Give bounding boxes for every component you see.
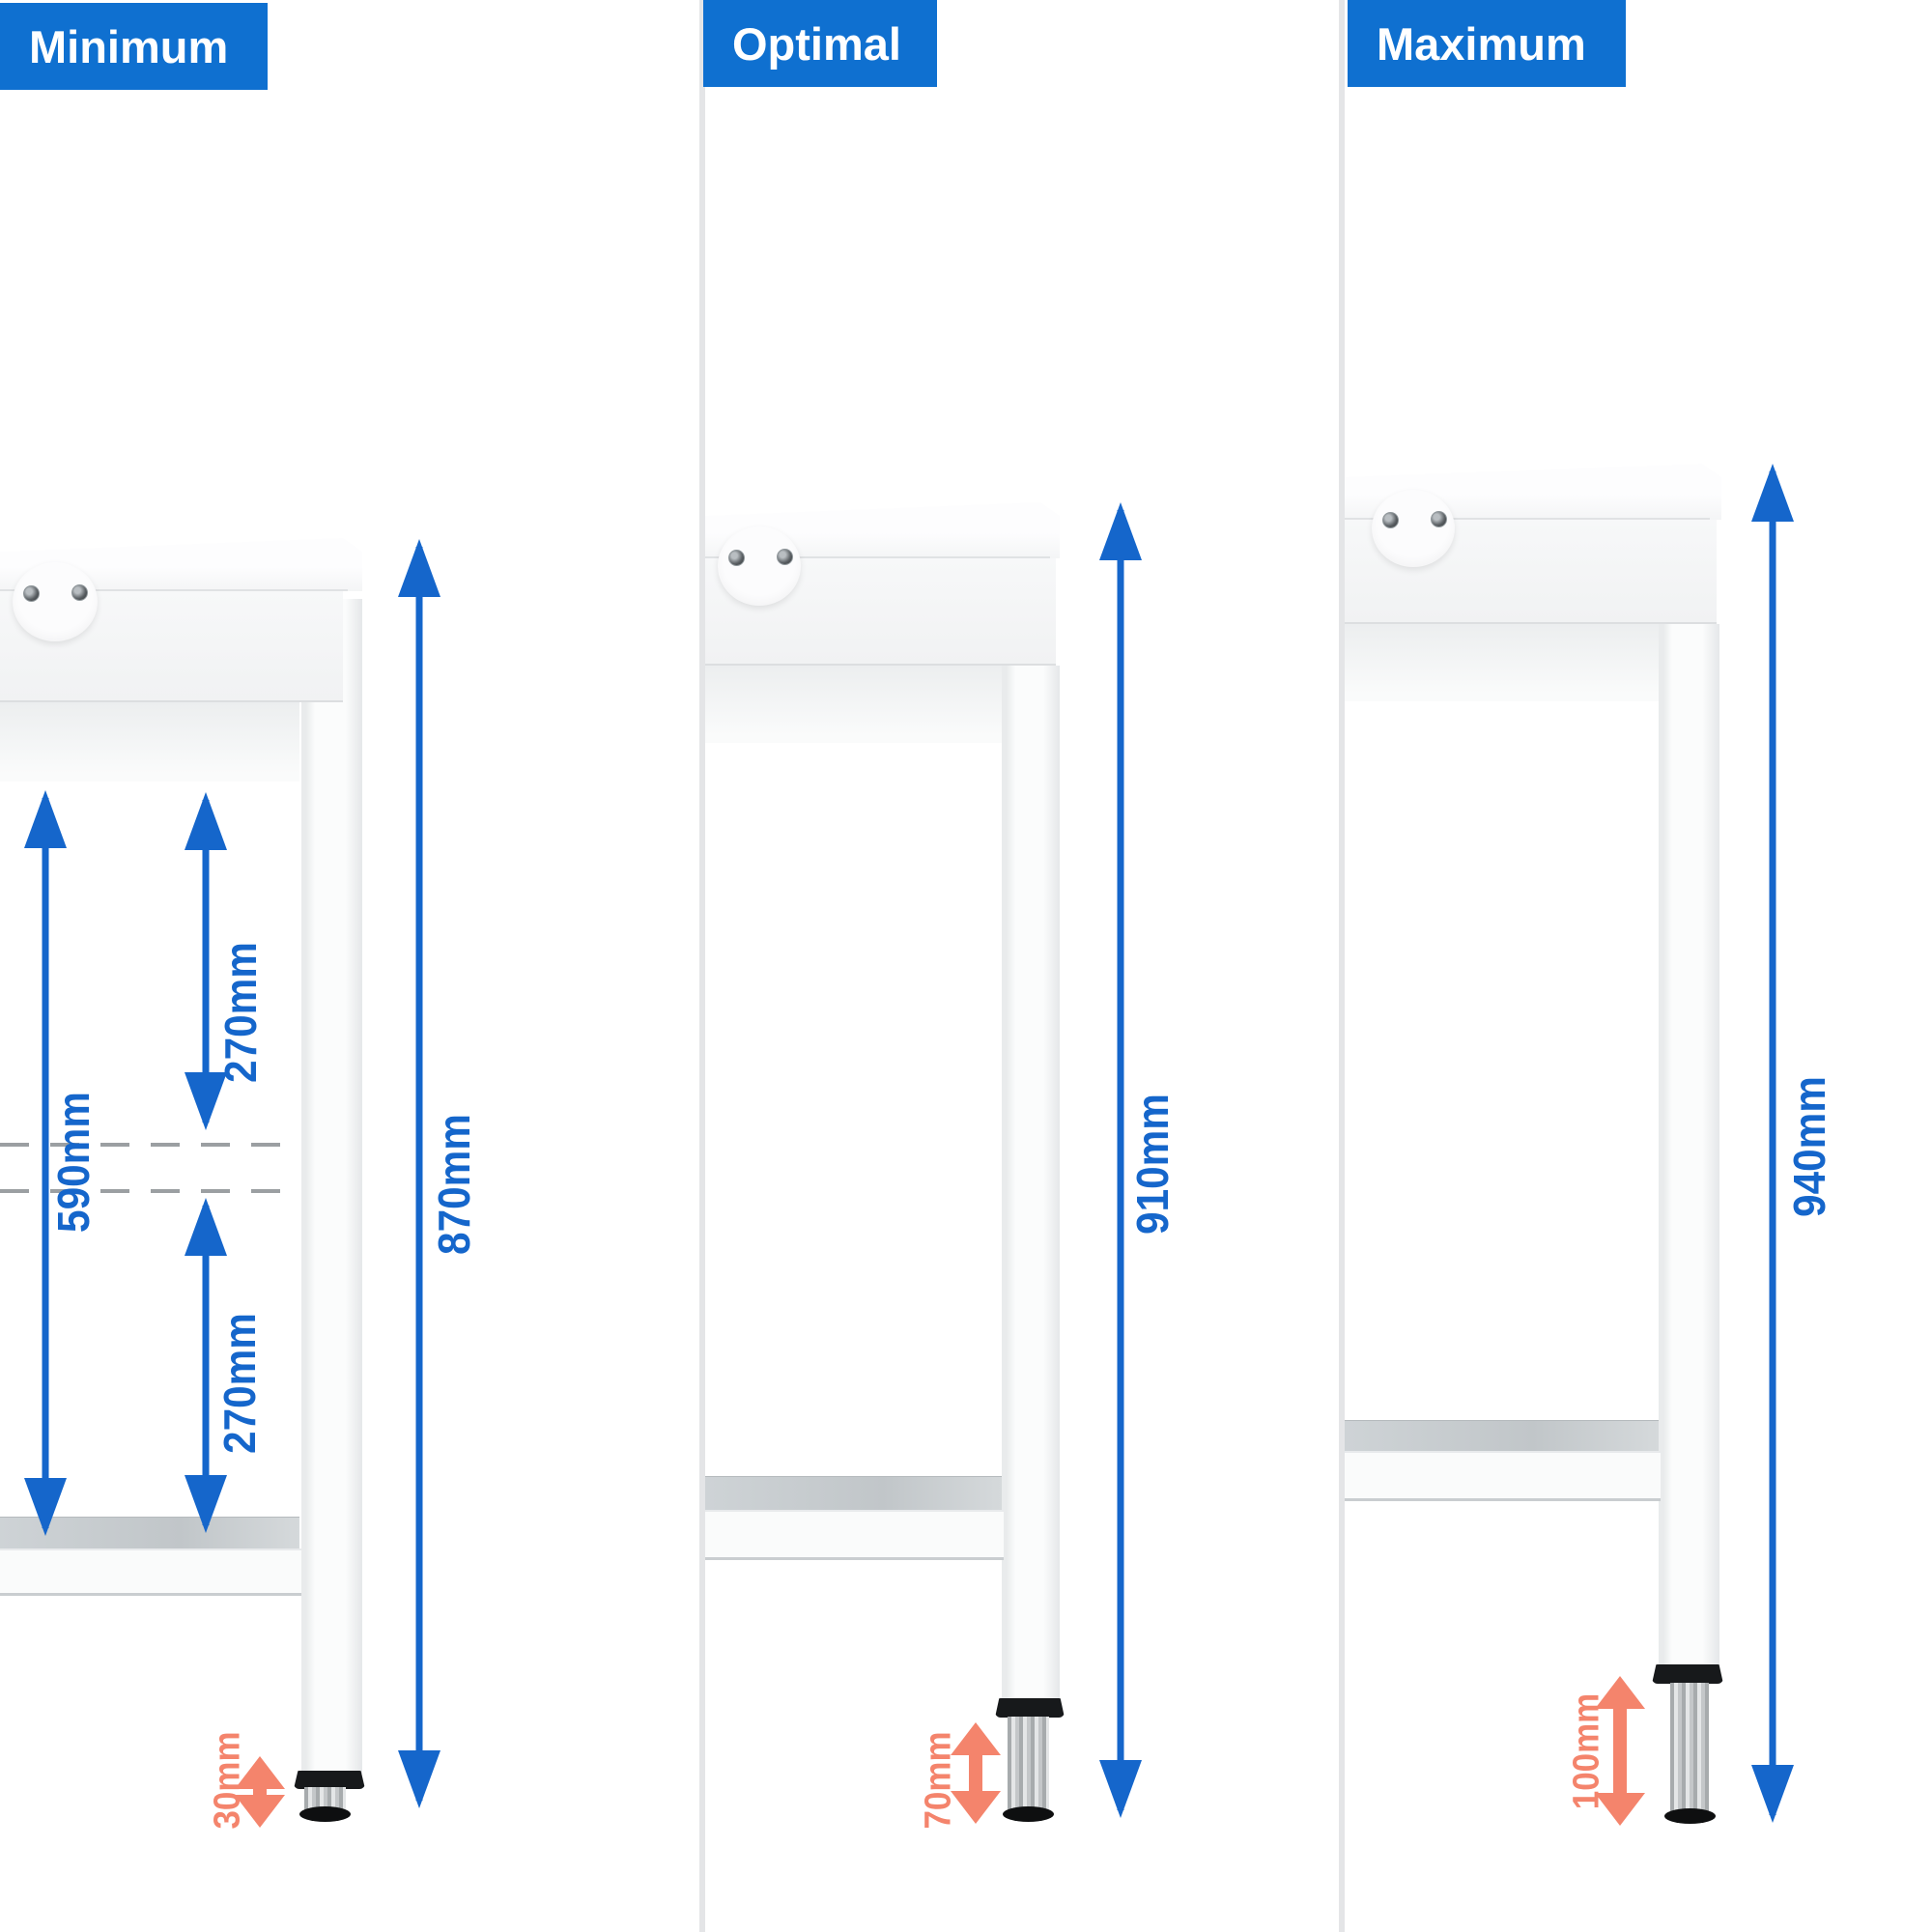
bottom-shelf-front (705, 1510, 1004, 1560)
screw-icon (1382, 512, 1399, 528)
mounting-bracket (718, 526, 801, 606)
dim-arrow-upper-section (185, 792, 227, 1130)
bottom-shelf-front (0, 1548, 301, 1596)
badge-optimal: Optimal (703, 0, 937, 87)
dim-arrow-foot-adjustment (235, 1756, 285, 1828)
dim-label-shelf-clearance: 590mm (48, 1092, 99, 1233)
bottom-shelf-top (1345, 1420, 1659, 1451)
dim-arrow-total-height (398, 539, 440, 1808)
adjustable-foot-collar (294, 1771, 365, 1789)
dim-arrow-lower-section (185, 1198, 227, 1533)
dim-arrow-shelf-clearance (24, 790, 67, 1536)
bottom-shelf-front (1345, 1451, 1661, 1501)
screw-icon (1431, 511, 1447, 527)
arrowhead-down-icon (185, 1072, 227, 1130)
badge-optimal-label: Optimal (732, 17, 901, 70)
arrowhead-down-icon (1099, 1760, 1142, 1818)
dim-arrow-foot-adjustment (951, 1722, 1001, 1824)
adjustable-foot-base (1664, 1808, 1716, 1824)
dim-arrow-total-height (1099, 502, 1142, 1818)
dim-label-lower-section: 270mm (214, 1313, 265, 1454)
arrowhead-down-icon (1751, 1765, 1794, 1823)
badge-maximum: Maximum (1348, 0, 1626, 87)
adjustable-foot-collar (995, 1698, 1065, 1718)
mounting-bracket (1372, 490, 1455, 567)
adjustable-foot-cylinder (1670, 1683, 1709, 1818)
screw-icon (728, 550, 745, 566)
badge-minimum-label: Minimum (29, 20, 229, 72)
dim-label-upper-section: 270mm (215, 942, 266, 1083)
arrowhead-down-icon (24, 1478, 67, 1536)
arrowhead-down-icon (235, 1795, 285, 1828)
panel-divider (699, 0, 705, 1932)
table-leg (301, 599, 362, 1774)
adjustable-foot-base (299, 1806, 351, 1822)
panel-divider (1339, 0, 1345, 1932)
under-top-shadow (1345, 624, 1659, 701)
dim-arrow-total-height (1751, 464, 1794, 1823)
table-top-edge (705, 556, 1050, 558)
dim-label-foot-adjustment: 100mm (1566, 1692, 1607, 1810)
under-top-shadow (0, 702, 299, 781)
arrowhead-down-icon (951, 1791, 1001, 1824)
table-leg (1659, 624, 1719, 1671)
adjustable-foot-base (1003, 1806, 1054, 1822)
dim-label-foot-adjustment: 70mm (918, 1731, 959, 1830)
shelf-position-dashline-lower (0, 1189, 297, 1193)
dim-label-total-height: 910mm (1127, 1094, 1178, 1235)
dim-label-total-height: 870mm (429, 1114, 479, 1255)
shelf-position-dashline-upper (0, 1143, 297, 1147)
arrowhead-down-icon (398, 1750, 440, 1808)
bottom-shelf-top (705, 1476, 1002, 1510)
screw-icon (777, 549, 793, 565)
under-top-shadow (705, 666, 1002, 743)
dim-label-foot-adjustment: 30mm (207, 1731, 248, 1830)
adjustable-foot-collar (1652, 1664, 1723, 1684)
table-top-edge (0, 589, 348, 591)
screw-icon (71, 584, 88, 601)
badge-maximum-label: Maximum (1377, 17, 1586, 70)
dim-label-total-height: 940mm (1784, 1076, 1834, 1217)
table-leg (1002, 666, 1060, 1702)
adjustable-foot-cylinder (1008, 1717, 1049, 1816)
table-top-edge (1345, 518, 1710, 520)
arrowhead-down-icon (1595, 1793, 1645, 1826)
dim-arrow-foot-adjustment (1595, 1676, 1645, 1826)
screw-icon (23, 585, 40, 602)
badge-minimum: Minimum (0, 3, 268, 90)
arrowhead-down-icon (185, 1475, 227, 1533)
mounting-bracket (13, 562, 98, 641)
